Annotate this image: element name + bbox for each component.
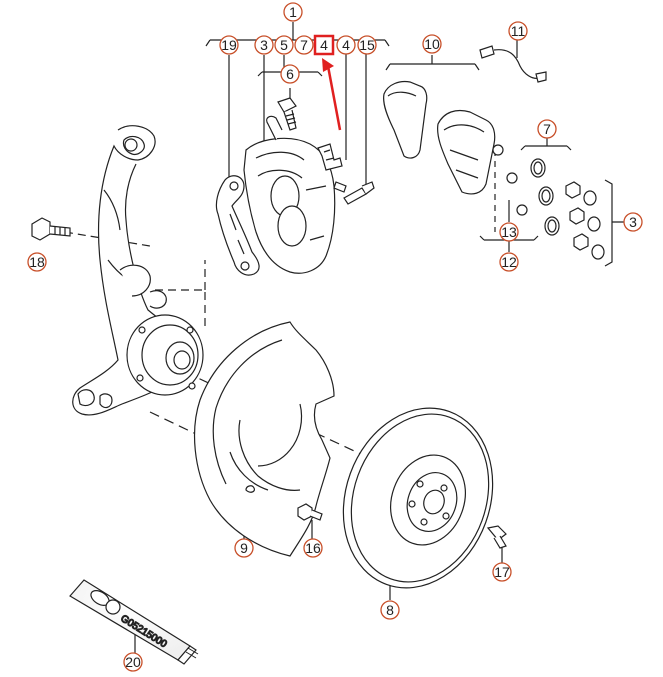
callout-circle (294, 35, 314, 55)
clip-7a (317, 143, 343, 171)
callout-label: 7 (300, 37, 308, 53)
callout-label: 10 (424, 36, 440, 52)
wheel-hub (126, 314, 204, 396)
callout-label: 17 (494, 564, 510, 580)
callout-label: 11 (511, 23, 526, 39)
highlight-arrow (322, 58, 342, 131)
callout-circle (499, 222, 519, 242)
guide-bolt-15 (343, 181, 375, 205)
callout-circle (280, 64, 300, 84)
screw-17 (486, 525, 507, 549)
callout-label: 20 (125, 654, 141, 670)
callout-c13: 13 (499, 222, 519, 242)
callout-label: 4 (320, 37, 328, 53)
callout-circle (492, 562, 512, 582)
bolt-4 (333, 181, 347, 193)
callout-c16: 16 (303, 538, 323, 558)
brake-pads (383, 80, 528, 216)
callout-c10: 10 (422, 34, 442, 54)
splash-shield (193, 321, 335, 557)
callout-circle (123, 652, 143, 672)
callout-c9: 9 (234, 538, 254, 558)
bleed-screw-6 (277, 97, 297, 131)
callout-label: 4 (342, 37, 350, 53)
callout-label: 12 (501, 254, 517, 270)
brake-disc (342, 407, 494, 589)
callout-label: 7 (543, 121, 551, 137)
callout-label: 19 (221, 37, 237, 53)
callout-circle (219, 35, 239, 55)
callout-label: 13 (501, 224, 517, 240)
callout-circle (623, 212, 643, 232)
callout-c5: 5 (274, 35, 294, 55)
callout-label: 15 (359, 37, 375, 53)
grease-tube: G05215000 (69, 579, 199, 665)
callout-label: 1 (289, 4, 297, 20)
callout-circle (508, 21, 528, 41)
callout-label: 9 (240, 540, 248, 556)
callout-c6: 6 (280, 64, 300, 84)
callout-circle (234, 538, 254, 558)
callout-c18: 18 (27, 252, 47, 272)
callout-circle (499, 252, 519, 272)
callout-circle (303, 538, 323, 558)
callout-label: 6 (286, 66, 294, 82)
callout-circle (283, 2, 303, 22)
callout-c12: 12 (499, 252, 519, 272)
callout-c4hl: 4 (313, 34, 335, 56)
bolt-18 (31, 217, 71, 241)
bracket-3b (604, 179, 624, 267)
callout-c19: 19 (219, 35, 239, 55)
callout-circle (422, 34, 442, 54)
bracket-10 (385, 55, 480, 71)
callout-circle (27, 252, 47, 272)
callout-label: 3 (260, 37, 268, 53)
callout-label: 18 (29, 254, 45, 270)
callout-circle (537, 119, 557, 139)
callout-c3a: 3 (254, 35, 274, 55)
callout-circle (336, 35, 356, 55)
callout-circle (254, 35, 274, 55)
callout-c8: 8 (380, 600, 400, 620)
screw-16 (297, 503, 323, 521)
callout-c15: 15 (357, 35, 377, 55)
seals-7b (530, 158, 560, 236)
callout-circle (274, 35, 294, 55)
callout-c20: 20 (123, 652, 143, 672)
callout-circle (357, 35, 377, 55)
callout-label: 16 (305, 540, 321, 556)
callout-label: 5 (280, 37, 288, 53)
callout-c17: 17 (492, 562, 512, 582)
callout-c11: 11 (508, 21, 528, 41)
callout-c7a: 7 (294, 35, 314, 55)
callout-c4: 4 (336, 35, 356, 55)
callout-c7b: 7 (537, 119, 557, 139)
callout-c3b: 3 (623, 212, 643, 232)
callout-c1: 1 (283, 2, 303, 22)
callout-circle (380, 600, 400, 620)
brake-caliper (243, 115, 336, 274)
bolts-3b (565, 181, 605, 260)
axis-caliper (155, 260, 206, 330)
caliper-carrier (215, 175, 260, 276)
callout-label: 8 (386, 602, 394, 618)
callout-highlight-box (313, 34, 335, 56)
bracket-7b (520, 138, 572, 151)
callout-label: 3 (629, 214, 637, 230)
wear-sensor-11 (479, 45, 547, 83)
